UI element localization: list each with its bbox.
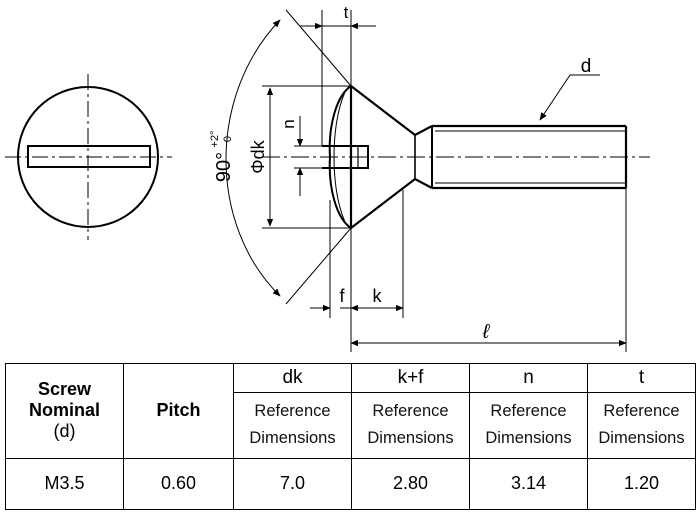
sub-dim: Dimensions	[249, 429, 336, 448]
cell-dk: 7.0	[233, 457, 352, 511]
label-d: d	[581, 56, 592, 77]
header-pitch: Pitch	[123, 363, 234, 459]
sub-ref: Reference	[254, 402, 331, 421]
cell-t: 1.20	[587, 457, 696, 511]
label-tol-lower: 0	[222, 136, 234, 142]
dimension-labels: t d n Φdk 90° +2° 0 f k ℓ	[209, 3, 591, 343]
dimension-lines	[225, 9, 627, 352]
header-n: n	[469, 363, 588, 393]
header-t: t	[587, 363, 696, 393]
screw-side-view	[262, 85, 650, 229]
header-dk: dk	[233, 363, 352, 393]
cell-n: 3.14	[469, 457, 588, 511]
cell-pitch: 0.60	[123, 457, 234, 511]
table-row: M3.5 0.60 7.0 2.80 3.14 1.20	[5, 457, 696, 511]
cell-nominal: M3.5	[5, 457, 124, 511]
header-nominal: Screw Nominal (d)	[5, 363, 124, 459]
label-f: f	[339, 286, 345, 306]
label-n: n	[279, 119, 298, 128]
label-dk: Φdk	[248, 139, 268, 173]
label-k: k	[373, 286, 383, 306]
label-angle: 90°	[213, 152, 235, 182]
sub-dim: Dimensions	[485, 429, 572, 448]
dimension-table: Screw Nominal (d) Pitch dk k+f n t Refer…	[5, 363, 696, 511]
cell-kf: 2.80	[351, 457, 470, 511]
sub-ref: Reference	[603, 402, 680, 421]
sub-ref: Reference	[490, 402, 567, 421]
header-nominal-line1: Screw	[37, 379, 92, 400]
header-nominal-line3: (d)	[53, 421, 76, 442]
head-top-view	[5, 74, 172, 240]
header-nominal-line2: Nominal	[28, 400, 100, 421]
screw-drawing: t d n Φdk 90° +2° 0 f k ℓ	[5, 3, 650, 352]
sub-ref: Reference	[372, 402, 449, 421]
label-tol-upper: +2°	[209, 131, 221, 148]
sub-dim: Dimensions	[598, 429, 685, 448]
label-t: t	[344, 3, 349, 22]
header-kf: k+f	[351, 363, 470, 393]
sub-dim: Dimensions	[367, 429, 454, 448]
label-length: ℓ	[482, 321, 491, 343]
